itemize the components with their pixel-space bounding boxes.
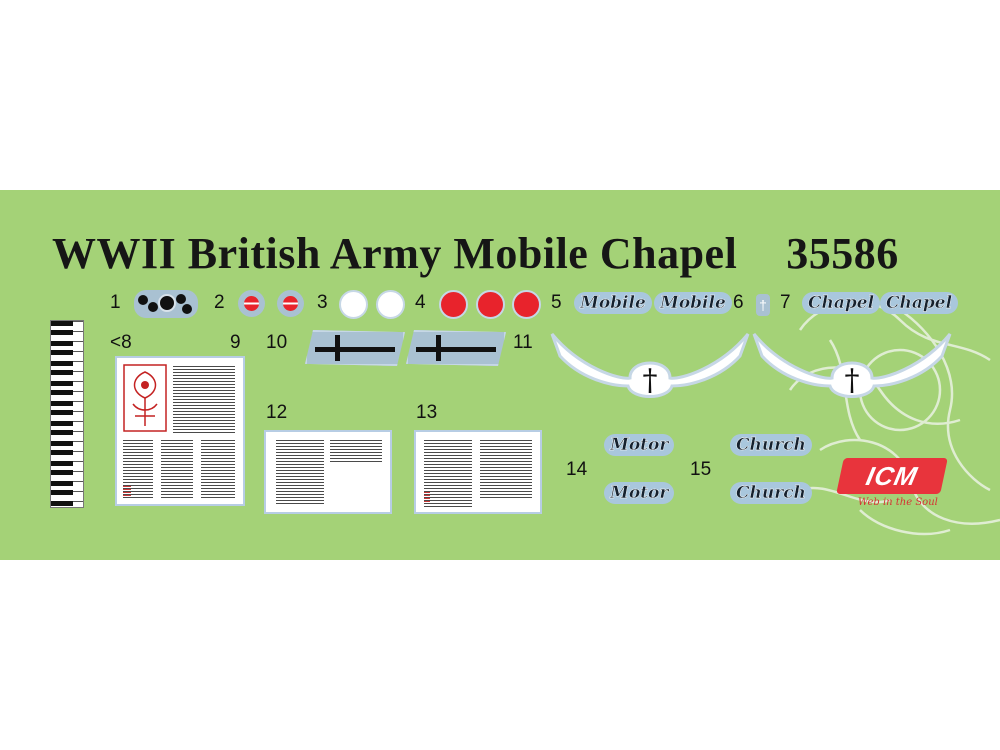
gauge-icon: [176, 294, 186, 304]
text-block: [276, 440, 324, 506]
label-7: 7: [780, 292, 791, 313]
gauge-icon: [158, 294, 176, 312]
cross-horizontal: [315, 347, 395, 352]
label-8: <8: [110, 332, 132, 353]
label-12: 12: [266, 402, 288, 423]
brand-tagline: Web in the Soul: [858, 497, 938, 508]
decal-7-chapel: Chapel: [802, 292, 881, 315]
decal-10-cross-panel: [305, 330, 405, 366]
gauge-icon: [182, 304, 192, 314]
winged-badge-left: †: [550, 333, 750, 398]
cross-vertical: [335, 335, 340, 361]
decal-7-chapel: Chapel: [880, 292, 959, 315]
decal-2-disc: [238, 290, 265, 317]
icm-logo: ICM: [836, 458, 948, 494]
cross-horizontal: [416, 347, 496, 352]
svg-text:†: †: [643, 363, 658, 398]
decal-4-red-disc: [476, 290, 505, 319]
decal-6-small-cross: †: [756, 294, 770, 316]
label-2: 2: [214, 292, 225, 313]
decal-15-church: Church: [730, 434, 812, 457]
decal-12-document: [264, 430, 392, 514]
label-5: 5: [551, 292, 562, 313]
decal-5-mobile: Mobile: [654, 292, 732, 315]
decal-13-document: [414, 430, 542, 514]
cross-icon: †: [759, 297, 767, 313]
red-text-block: [123, 486, 131, 498]
gauge-icon: [138, 295, 148, 305]
decal-9-document: [115, 356, 245, 506]
label-15: 15: [690, 459, 712, 480]
cross-vertical: [436, 335, 441, 361]
text-block: [424, 440, 472, 508]
red-white-disc: [244, 296, 259, 311]
keyboard-black-keys: [51, 321, 73, 507]
label-14: 14: [566, 459, 588, 480]
label-10: 10: [266, 332, 288, 353]
decal-11-cross-panel: [406, 330, 506, 366]
label-9: 9: [230, 332, 241, 353]
label-3: 3: [317, 292, 328, 313]
text-block: [201, 440, 235, 498]
sheet-title: WWII British Army Mobile Chapel 35586: [52, 228, 952, 278]
text-block: [161, 440, 193, 498]
decal-4-red-disc: [439, 290, 468, 319]
decal-4-red-disc: [512, 290, 541, 319]
decal-14-motor: Motor: [604, 482, 675, 505]
title-text: WWII British Army Mobile Chapel: [52, 229, 738, 278]
logo-text: ICM: [863, 460, 921, 491]
winged-badge-right: †: [752, 333, 952, 398]
decal-8-keyboard: [50, 320, 84, 508]
gauge-icon: [148, 302, 158, 312]
decal-14-motor: Motor: [604, 434, 675, 457]
label-4: 4: [415, 292, 426, 313]
text-block: [480, 440, 532, 498]
red-text-block: [424, 492, 430, 502]
decal-5-mobile: Mobile: [574, 292, 652, 315]
svg-text:†: †: [845, 363, 860, 398]
decal-3-white-disc: [376, 290, 405, 319]
text-block: [173, 366, 235, 434]
product-code: 35586: [786, 229, 899, 278]
decal-3-white-disc: [339, 290, 368, 319]
label-11: 11: [513, 332, 533, 353]
decal-1-gauges: [134, 290, 198, 318]
label-6: 6: [733, 292, 744, 313]
red-illustration: [123, 364, 167, 432]
red-white-disc: [283, 296, 298, 311]
decal-2-disc: [277, 290, 304, 317]
text-block: [330, 440, 382, 462]
decal-15-church: Church: [730, 482, 812, 505]
label-1: 1: [110, 292, 121, 313]
label-13: 13: [416, 402, 438, 423]
